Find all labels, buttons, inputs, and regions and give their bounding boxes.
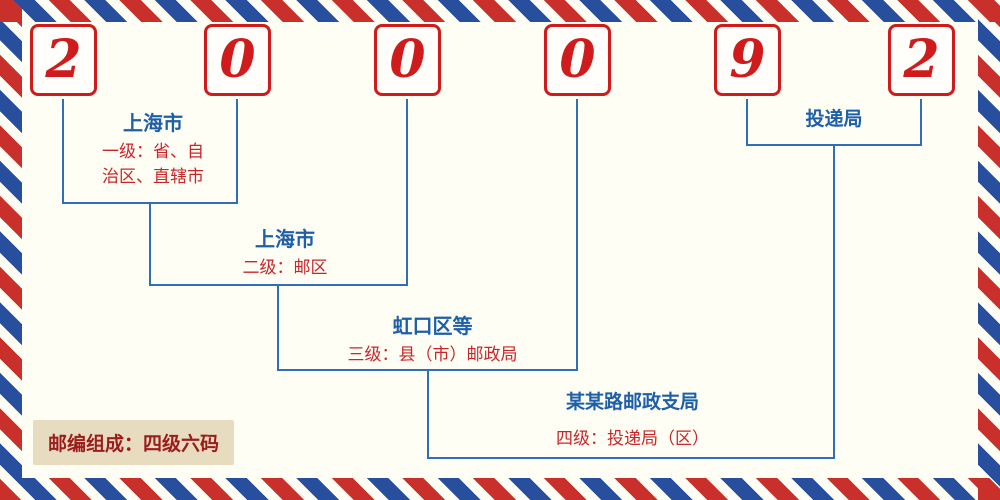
- postal-digit-box-4: 0: [544, 24, 611, 96]
- delivery-office-label: 投递局: [784, 107, 884, 132]
- level-3-label: 虹口区等 三级：县（市）邮政局: [290, 313, 575, 368]
- postal-digit-4: 0: [559, 29, 596, 90]
- level-4-place: 某某路邮政支局: [565, 391, 699, 413]
- level-2-place: 上海市: [255, 227, 315, 251]
- postal-digit-2: 0: [219, 29, 256, 90]
- level-2-label: 上海市 二级：邮区: [190, 226, 380, 281]
- level-4-desc: 四级：投递局（区）: [556, 428, 709, 449]
- level-1-desc: 一级：省、自治区、直辖市: [102, 142, 204, 187]
- postal-digit-1: 2: [45, 29, 82, 90]
- bracket-level-4: [427, 145, 835, 459]
- postal-digit-box-2: 0: [204, 24, 271, 96]
- composition-note: 邮编组成：四级六码: [33, 420, 235, 465]
- postal-digit-box-5: 9: [714, 24, 781, 96]
- postal-digit-box-3: 0: [374, 24, 441, 96]
- postal-digit-6: 2: [903, 29, 940, 90]
- level-4-label: 某某路邮政支局 四级：投递局（区）: [480, 390, 785, 451]
- postal-digit-5: 9: [729, 29, 766, 90]
- postal-digit-box-1: 2: [30, 24, 97, 96]
- delivery-office-text: 投递局: [805, 108, 863, 130]
- postal-digit-3: 0: [389, 29, 426, 90]
- level-3-desc: 三级：县（市）邮政局: [347, 345, 518, 365]
- level-1-label: 上海市 一级：省、自治区、直辖市: [68, 110, 238, 189]
- postal-digit-box-6: 2: [888, 24, 955, 96]
- level-3-place: 虹口区等: [392, 314, 473, 338]
- level-1-place: 上海市: [123, 111, 183, 135]
- level-2-desc: 二级：邮区: [242, 258, 328, 278]
